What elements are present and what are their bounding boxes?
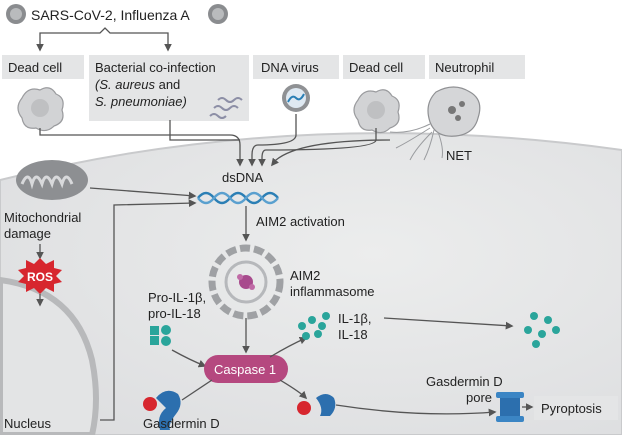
bacterial-box	[89, 55, 249, 121]
nucleus-label: Nucleus	[4, 416, 51, 431]
dna-virus-box	[253, 55, 339, 79]
pore-label-2: pore	[466, 390, 492, 405]
dead-cell-box-1	[2, 55, 84, 79]
il-release-arrow	[383, 317, 514, 330]
caspase-to-cleaved-gsdmd-arrow	[279, 379, 308, 400]
virus-icon	[6, 4, 26, 24]
dsdna-helix	[197, 191, 279, 205]
pro-il-label-1: Pro-IL-1β,	[148, 290, 206, 305]
nucleus-to-dsdna-arrow	[100, 199, 197, 421]
converging-arrows	[39, 114, 391, 167]
host-cell-membrane	[0, 132, 622, 436]
pro-cytokine-icon	[150, 325, 171, 346]
gsdmd-to-pore-arrow	[335, 404, 497, 417]
dsdna-label: dsDNA	[222, 170, 264, 185]
virus-header-label: SARS-CoV-2, Influenza A	[31, 7, 190, 23]
aim2-inflammasome-label-1: AIM2	[290, 268, 320, 283]
dead-cell-label-2: Dead cell	[349, 60, 403, 75]
aim2-inflammasome-icon	[208, 244, 284, 320]
neutrophil-label: Neutrophil	[435, 60, 494, 75]
pro-il-to-caspase-arrow	[171, 349, 207, 368]
released-cytokine-icon	[524, 312, 560, 348]
caspase-label: Caspase 1	[214, 362, 276, 377]
mature-cytokine-icon	[298, 312, 330, 340]
aim2-activation-label: AIM2 activation	[256, 214, 345, 229]
gasdermin-to-caspase-line	[181, 379, 213, 401]
bacterial-label-species-a: (S. aureus and	[95, 77, 180, 92]
mito-label-1: Mitochondrial	[4, 210, 81, 225]
dead-cell-label-1: Dead cell	[8, 60, 62, 75]
dna-virus-label: DNA virus	[261, 60, 319, 75]
ros-label: ROS	[27, 270, 53, 284]
pro-il-label-2: pro-IL-18	[148, 306, 201, 321]
il-label-1: IL-1β,	[338, 311, 372, 326]
net-strands	[389, 123, 443, 161]
net-label: NET	[446, 148, 472, 163]
mito-label-2: damage	[4, 226, 51, 241]
ros-burst	[18, 258, 62, 294]
gasdermin-label: Gasdermin D	[143, 416, 220, 431]
virus-icon	[208, 4, 228, 24]
virus-bracket	[39, 27, 169, 38]
caspase-to-il-arrow	[269, 336, 308, 358]
bacteria-icon	[209, 97, 243, 119]
pyroptosis-box	[534, 396, 618, 420]
pore-label-1: Gasdermin D	[426, 374, 503, 389]
dead-cell-icon	[353, 89, 400, 134]
il-label-2: IL-18	[338, 327, 368, 342]
caspase-node	[204, 355, 288, 383]
pyroptosis-label: Pyroptosis	[541, 401, 602, 416]
bacterial-label: Bacterial co-infection	[95, 60, 216, 75]
dna-virus-icon	[282, 84, 310, 112]
dead-cell-box-2	[343, 55, 425, 79]
dead-cell-icon	[17, 87, 64, 132]
mitochondrion-icon	[16, 160, 88, 200]
aim2-inflammasome-label-2: inflammasome	[290, 284, 375, 299]
bacterial-label-species-b: S. pneumoniae)	[95, 94, 187, 109]
gasdermin-icon	[143, 390, 181, 430]
gasdermin-pore-icon	[496, 392, 524, 422]
neutrophil-icon	[427, 86, 481, 137]
neutrophil-box	[429, 55, 525, 79]
cleaved-gasdermin-icon	[297, 394, 336, 416]
mito-to-dsdna-arrow	[89, 187, 197, 200]
